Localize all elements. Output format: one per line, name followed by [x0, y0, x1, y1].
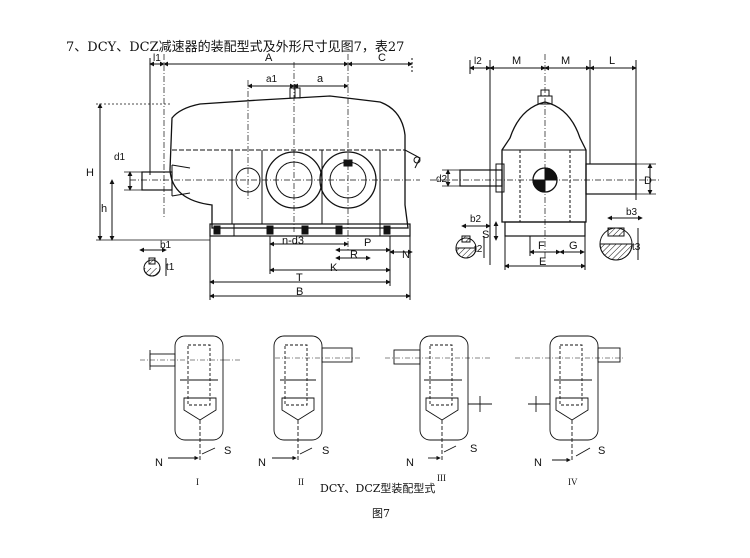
assembly-labels: N S I N S II N S III N S IV	[155, 443, 605, 487]
dim-l1: l1	[153, 53, 161, 64]
variant-2-s: S	[322, 445, 329, 457]
dim-R: R	[350, 249, 358, 261]
dim-G: G	[569, 240, 578, 252]
dim-A: A	[265, 52, 273, 64]
dim-C: C	[378, 52, 386, 64]
dim-b3: b3	[626, 207, 638, 218]
dim-b2: b2	[470, 214, 482, 225]
variant-4-s: S	[598, 445, 605, 457]
dim-t1: t1	[166, 262, 175, 273]
variant-1-s: S	[224, 445, 231, 457]
variant-3-n: N	[406, 457, 414, 469]
side-housing	[501, 101, 587, 223]
figure-label: 图7	[372, 507, 390, 520]
dim-h: h	[101, 203, 107, 215]
front-view	[96, 54, 421, 300]
dim-l2: l2	[474, 56, 482, 67]
dim-M-2: M	[561, 55, 570, 67]
variant-3-numeral: III	[437, 473, 446, 483]
dim-N: N	[402, 249, 410, 261]
variant-1-numeral: I	[196, 477, 199, 487]
dim-a: a	[317, 73, 324, 85]
variant-1-n: N	[155, 457, 163, 469]
dim-b1: b1	[160, 240, 172, 251]
housing-outline	[169, 95, 409, 229]
variant-1	[140, 335, 240, 461]
assembly-caption: DCY、DCZ型装配型式	[320, 482, 436, 495]
dim-B: B	[296, 286, 303, 298]
dim-t3: t3	[632, 242, 641, 253]
dim-a1: a1	[266, 74, 278, 85]
dim-E: E	[539, 256, 546, 268]
variant-2-numeral: II	[298, 477, 304, 487]
dim-n-d3: n-d3	[282, 235, 304, 247]
assembly-variants	[140, 335, 625, 463]
input-shaft	[141, 171, 173, 191]
dim-L: L	[609, 55, 615, 67]
dim-T: T	[296, 272, 303, 284]
dim-F: F	[538, 240, 545, 252]
front-view-labels: l1 A a1 a C H d1 h n-d3 P R K N T B b1 t…	[86, 52, 410, 298]
variant-4-numeral: IV	[568, 477, 578, 487]
dim-S: S	[482, 229, 489, 241]
dim-D: D	[644, 175, 652, 187]
dim-M-1: M	[512, 55, 521, 67]
variant-3-s: S	[470, 443, 477, 455]
dim-H: H	[86, 167, 94, 179]
dim-P: P	[364, 237, 371, 249]
side-view	[430, 54, 660, 270]
variant-4	[515, 335, 625, 463]
side-view-labels: l2 M M L d2 D b2 S t2 F G E b3 t3	[436, 55, 652, 268]
dim-K: K	[330, 262, 338, 274]
variant-3	[385, 335, 492, 462]
dim-t2: t2	[474, 244, 483, 255]
dim-d1: d1	[114, 152, 126, 163]
variant-2	[272, 335, 360, 461]
dim-d2: d2	[436, 174, 448, 185]
variant-4-n: N	[534, 457, 542, 469]
page-heading: 7、DCY、DCZ减速器的装配型式及外形尺寸见图7，表27	[66, 40, 405, 55]
variant-2-n: N	[258, 457, 266, 469]
